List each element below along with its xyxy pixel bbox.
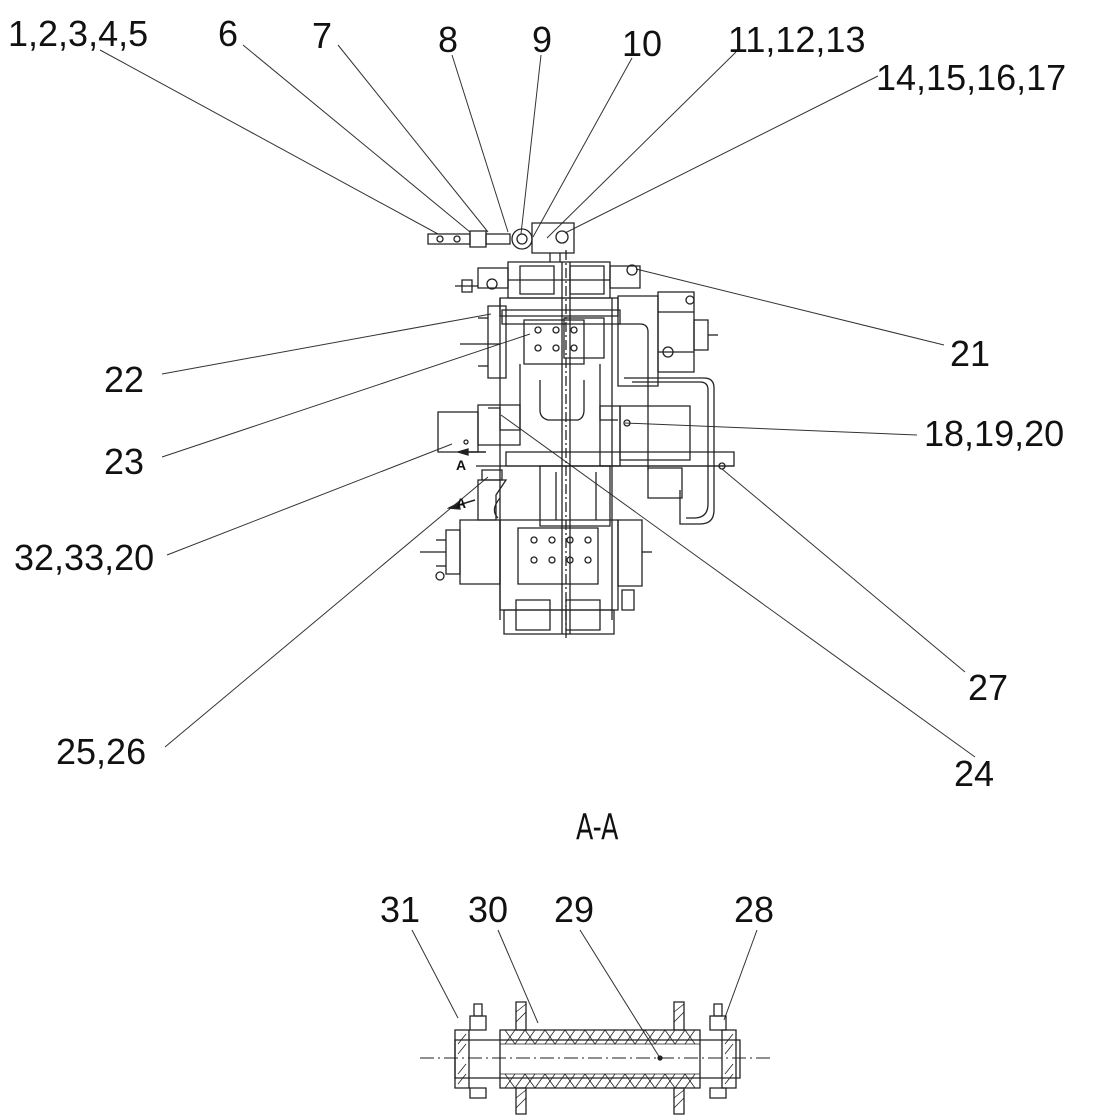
callout-14-17: 14,15,16,17	[876, 57, 1067, 98]
leader-32	[167, 444, 452, 555]
callout-10: 10	[622, 23, 663, 64]
leader-27	[722, 469, 965, 672]
section-a-a	[420, 1002, 770, 1114]
leader-1-5	[100, 50, 438, 234]
leader-28	[724, 930, 757, 1020]
section-title: A-A	[576, 807, 619, 848]
callout-7: 7	[312, 15, 333, 56]
leader-14	[565, 76, 878, 233]
leader-8	[452, 55, 508, 232]
section-marker-upper: A	[456, 457, 467, 473]
leader-24	[501, 415, 975, 757]
callout-18-20: 18,19,20	[924, 413, 1065, 454]
leader-25	[165, 477, 488, 747]
callout-31: 31	[380, 889, 421, 930]
callout-9: 9	[532, 19, 553, 60]
leader-29	[580, 930, 660, 1058]
callout-28: 28	[734, 889, 775, 930]
callout-11-13: 11,12,13	[728, 19, 866, 60]
leader-11	[547, 52, 736, 238]
callout-32-33-20: 32,33,20	[14, 537, 155, 578]
leader-10	[533, 58, 632, 237]
callout-21: 21	[950, 333, 991, 374]
leader-31	[412, 930, 458, 1018]
leader-30	[498, 930, 538, 1023]
leader-9	[521, 55, 541, 234]
leader-18	[625, 423, 917, 435]
callout-22: 22	[104, 359, 145, 400]
callout-27: 27	[968, 667, 1009, 708]
callout-24: 24	[954, 753, 995, 794]
callout-6: 6	[218, 13, 239, 54]
leader-22	[162, 314, 491, 374]
leader-21	[636, 269, 944, 345]
callout-29: 29	[554, 889, 595, 930]
callout-1-5: 1,2,3,4,5	[8, 13, 149, 54]
gearbox-body	[420, 250, 734, 640]
leader-6	[243, 45, 470, 232]
leader-7	[338, 45, 488, 232]
section-marker-lower: A	[456, 495, 467, 511]
callout-23: 23	[104, 441, 145, 482]
callout-8: 8	[438, 19, 459, 60]
callout-30: 30	[468, 889, 509, 930]
leader-23	[162, 334, 530, 457]
linkage-arm	[428, 223, 574, 262]
callout-25-26: 25,26	[56, 731, 147, 772]
leader-lines	[100, 45, 975, 1058]
